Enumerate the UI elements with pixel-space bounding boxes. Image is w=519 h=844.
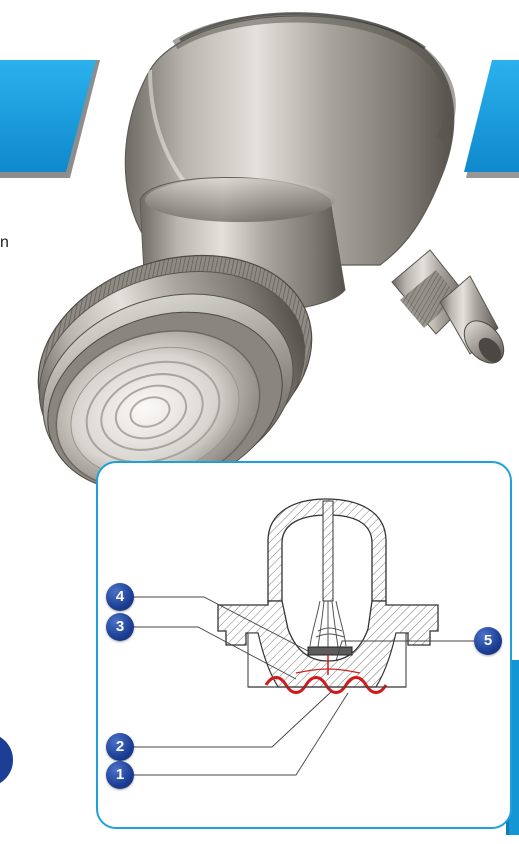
left-blue-banner — [0, 60, 100, 178]
cable-gland — [391, 249, 505, 364]
callout-marker-1: 1 — [106, 761, 134, 789]
isolating-diaphragm — [264, 676, 388, 694]
sensor-cross-section-diagram — [124, 498, 474, 776]
sensor-wires — [309, 600, 347, 648]
callout-marker-2: 2 — [106, 733, 134, 761]
fill-fluid-channel — [295, 655, 361, 675]
stem-tube — [267, 498, 387, 602]
sensor-diaphragm — [55, 330, 261, 490]
pressure-transmitter-photo — [37, 12, 505, 493]
left-edge-blue-circle — [0, 734, 15, 786]
sensor-chip — [307, 646, 353, 656]
right-blue-banner — [464, 60, 519, 178]
sensor-housing-section — [217, 600, 439, 688]
callout-marker-5: 5 — [474, 627, 502, 655]
truncated-text-fragment: n — [0, 234, 9, 251]
callout-marker-3: 3 — [106, 613, 134, 641]
leader-lines — [124, 596, 474, 776]
cross-section-detail-panel — [96, 461, 512, 829]
callout-marker-4: 4 — [106, 583, 134, 611]
